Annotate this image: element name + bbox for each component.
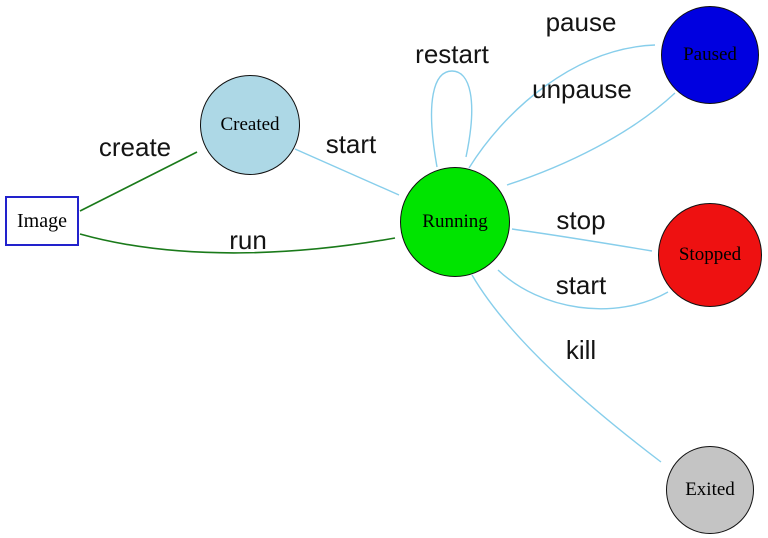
edge-label-start-again: start	[555, 270, 607, 300]
edge-label-restart: restart	[415, 39, 489, 69]
node-exited-label: Exited	[685, 479, 735, 500]
edge-create	[79, 151, 198, 212]
node-image: Image	[5, 196, 79, 246]
node-running-label: Running	[422, 211, 488, 232]
edge-start	[294, 148, 400, 196]
node-created-label: Created	[220, 114, 280, 135]
edge-label-start: start	[325, 129, 377, 159]
node-paused: Paused	[661, 6, 759, 104]
edge-label-create: create	[98, 132, 172, 162]
edge-label-pause: pause	[545, 7, 617, 37]
edge-label-stop: stop	[556, 205, 606, 235]
edge-stop	[511, 228, 653, 252]
node-exited: Exited	[666, 446, 754, 534]
node-stopped: Stopped	[658, 203, 762, 307]
node-image-label: Image	[17, 209, 67, 232]
edge-pause	[468, 44, 656, 169]
node-created: Created	[200, 75, 300, 175]
node-stopped-label: Stopped	[678, 244, 742, 265]
node-running: Running	[400, 167, 510, 277]
edge-label-kill: kill	[565, 335, 597, 365]
edge-label-unpause: unpause	[532, 74, 632, 104]
edge-restart-self-loop	[430, 70, 473, 168]
edge-unpause	[506, 92, 676, 186]
edge-run	[79, 233, 396, 254]
node-paused-label: Paused	[683, 44, 737, 65]
edge-label-run: run	[229, 225, 267, 255]
edge-kill	[471, 274, 662, 463]
edge-start-again	[497, 269, 669, 310]
